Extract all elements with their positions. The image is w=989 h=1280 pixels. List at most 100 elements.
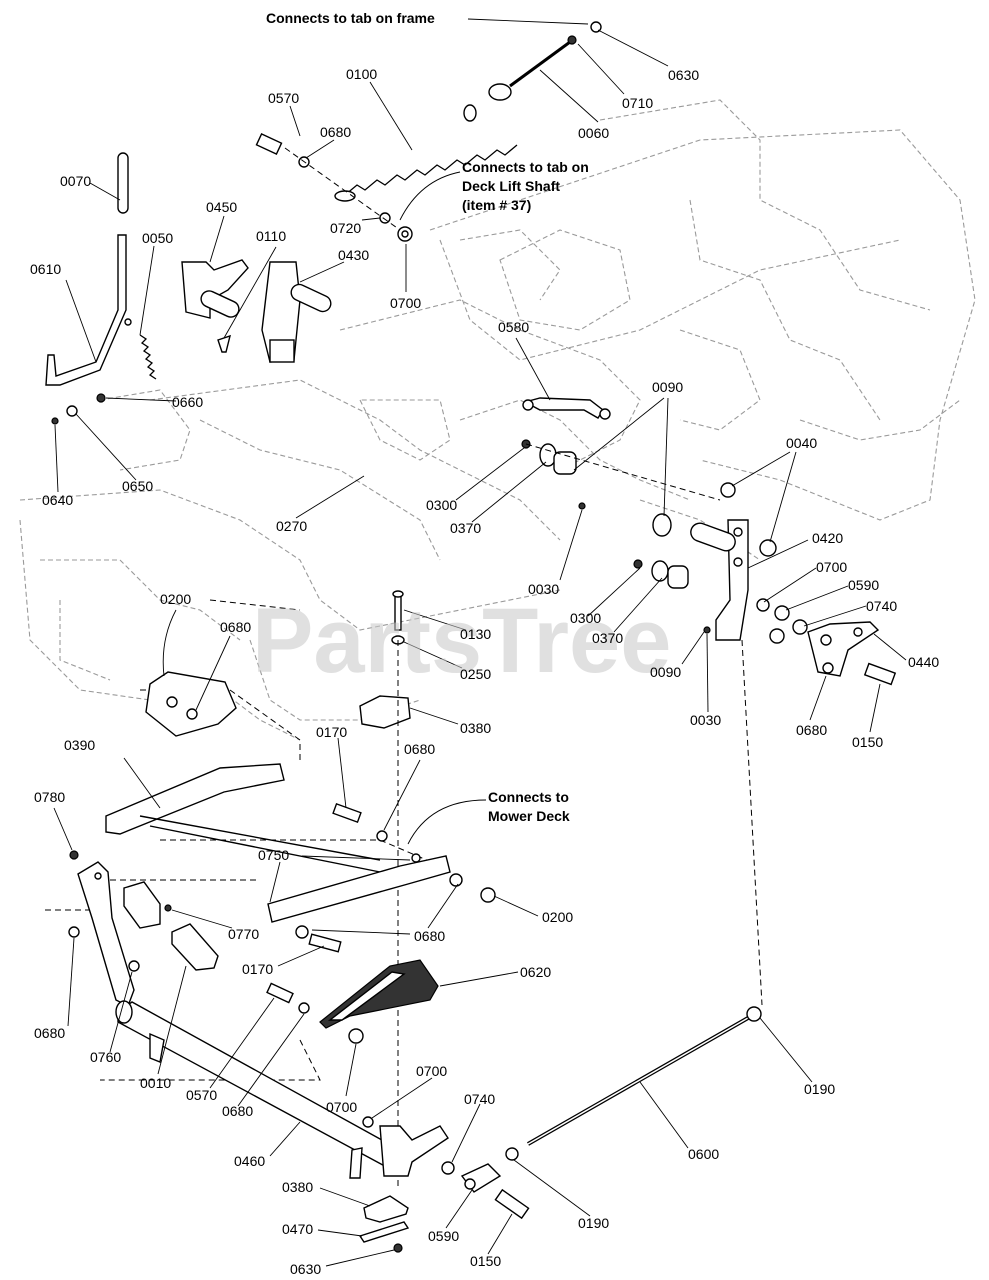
bolt-0170-lower <box>308 933 342 953</box>
nut-0040-lower <box>759 539 777 557</box>
washer-0650 <box>66 405 78 417</box>
bushing-0370-lower <box>651 560 689 589</box>
part-label: 0570 <box>268 90 299 106</box>
washer-0680-left <box>68 926 80 938</box>
part-label: 0250 <box>460 666 491 682</box>
front-lift-shaft-0460 <box>115 1000 449 1179</box>
nut-0700-bottom <box>362 1116 374 1128</box>
note-deck-lift-3: (item # 37) <box>462 197 531 213</box>
bellcrank-0440 <box>807 621 880 677</box>
stabilizer-plate-0200 <box>145 671 237 737</box>
part-label: 0630 <box>290 1261 321 1277</box>
part-label: 0010 <box>140 1075 171 1091</box>
part-label: 0200 <box>160 591 191 607</box>
part-label: 0030 <box>690 712 721 728</box>
part-label: 0640 <box>42 492 73 508</box>
side-bracket-0760 <box>77 861 140 1007</box>
pivot-block-0380-upper <box>359 695 411 729</box>
nut-0660 <box>96 393 106 403</box>
washer-0680-lower <box>295 925 309 939</box>
part-label: 0780 <box>34 789 65 805</box>
part-label: 0600 <box>688 1146 719 1162</box>
bolt-0570-top <box>255 132 310 168</box>
part-label: 0580 <box>498 319 529 335</box>
nut-0630-bottom <box>393 1243 403 1253</box>
part-label: 0070 <box>60 173 91 189</box>
part-label: 0680 <box>414 928 445 944</box>
part-label: 0590 <box>428 1228 459 1244</box>
part-label: 0040 <box>786 435 817 451</box>
washer-0680-right <box>769 628 785 644</box>
part-label: 0300 <box>570 610 601 626</box>
pivot-bracket-0450 <box>181 259 249 319</box>
screw-0030-right <box>703 626 711 634</box>
part-label: 0680 <box>34 1025 65 1041</box>
part-label: 0740 <box>866 598 897 614</box>
part-label: 0700 <box>416 1063 447 1079</box>
part-label: 0420 <box>812 530 843 546</box>
part-label: 0170 <box>316 724 347 740</box>
block-0010 <box>171 923 219 971</box>
note-deck-lift-1: Connects to tab on <box>462 159 589 175</box>
watermark-text: PartsTree <box>252 590 671 692</box>
nut-0700-right <box>756 598 770 612</box>
part-label: 0190 <box>804 1081 835 1097</box>
part-label: 0270 <box>276 518 307 534</box>
part-label: 0720 <box>330 220 361 236</box>
screw-0030-center <box>578 502 586 510</box>
plate-0470 <box>358 1221 410 1243</box>
leader-lines <box>53 18 907 1267</box>
bolt-0150-right <box>863 662 897 686</box>
nut-0190-bottom <box>505 1147 519 1161</box>
part-label: 0110 <box>256 228 286 244</box>
part-label: 0570 <box>186 1087 217 1103</box>
part-label: 0770 <box>228 926 259 942</box>
part-label: 0150 <box>470 1253 501 1269</box>
note-mower-deck-2: Mower Deck <box>488 808 570 824</box>
part-label: 0700 <box>816 559 847 575</box>
bolt-0300-lower <box>633 559 643 569</box>
part-label: 0440 <box>908 654 939 670</box>
connector-rod-0580 <box>522 397 611 420</box>
rod-end-0590 <box>460 1163 502 1193</box>
part-label: 0030 <box>528 581 559 597</box>
tractor-frame-outline <box>19 99 976 741</box>
part-label: 0740 <box>464 1091 495 1107</box>
part-label: 0650 <box>122 478 153 494</box>
note-deck-lift-2: Deck Lift Shaft <box>462 178 560 194</box>
part-label: 0700 <box>326 1099 357 1115</box>
part-label: 0700 <box>390 295 421 311</box>
part-label: 0460 <box>234 1153 265 1169</box>
nut-0720 <box>379 212 391 224</box>
part-label: 0200 <box>542 909 573 925</box>
part-label: 0680 <box>222 1103 253 1119</box>
part-label: 0750 <box>258 847 289 863</box>
part-label: 0390 <box>64 737 95 753</box>
part-label: 0620 <box>520 964 551 980</box>
part-label: 0630 <box>668 67 699 83</box>
part-label: 0450 <box>206 199 237 215</box>
part-label: 0680 <box>220 619 251 635</box>
part-label: 0430 <box>338 247 369 263</box>
bushing-0370-upper <box>539 443 577 475</box>
nut-0780 <box>69 850 79 860</box>
front-link-0390 <box>105 763 381 873</box>
shaft-bracket-0430 <box>261 261 332 363</box>
threaded-rod-0600 <box>527 1006 762 1146</box>
link-0380-lower <box>363 1195 409 1223</box>
washer-0590-right <box>774 605 790 621</box>
lift-arm-0420 <box>652 513 749 641</box>
part-label: 0100 <box>346 66 377 82</box>
part-label: 0050 <box>142 230 173 246</box>
callout-notes: Connects to tab on frame Connects to tab… <box>266 10 589 824</box>
spring-0050 <box>139 334 157 380</box>
bolt-0130 <box>392 590 404 631</box>
handle-grip-0070 <box>117 152 129 214</box>
part-label: 0680 <box>404 741 435 757</box>
screw-0640 <box>51 417 59 425</box>
deck-guide-0620 <box>319 959 439 1029</box>
nut-0700-lower <box>348 1028 364 1044</box>
nut-0700-top <box>397 226 413 242</box>
